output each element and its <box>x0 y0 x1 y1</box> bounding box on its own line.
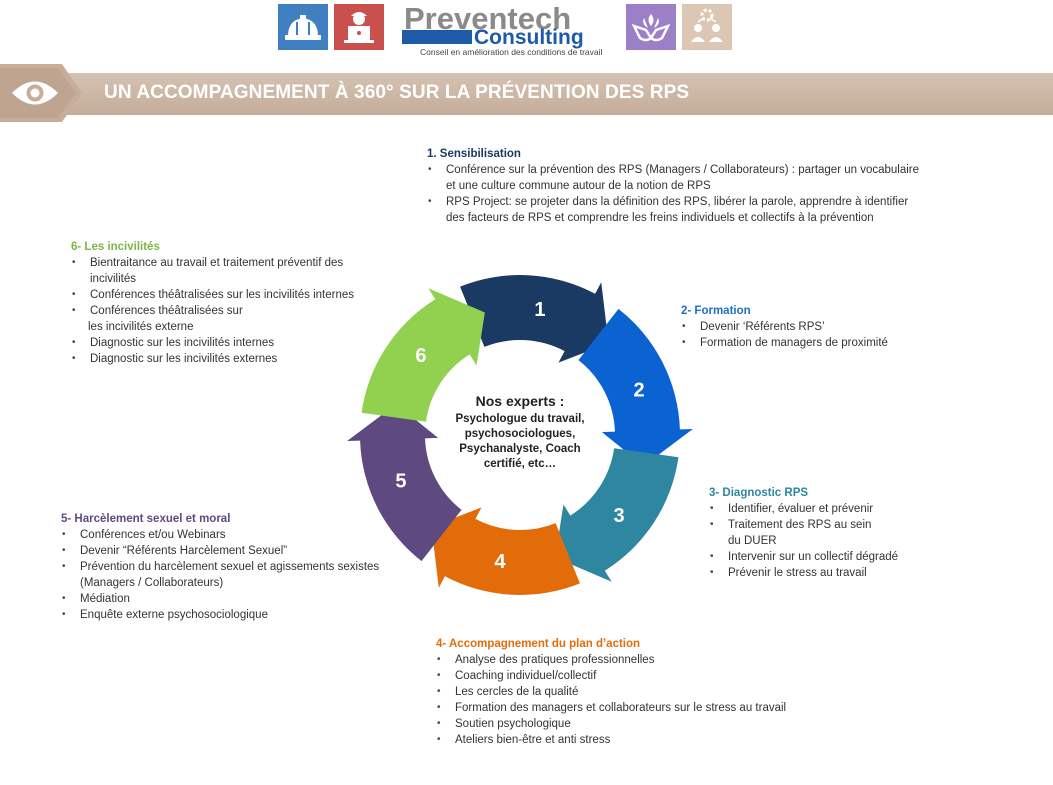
worker-laptop-icon <box>334 4 384 50</box>
list-item: Les cercles de la qualité <box>436 684 786 700</box>
list-item: Conférences théâtralisées sur les incivi… <box>71 287 354 303</box>
section-6-title: 6- Les incivilités <box>71 241 160 253</box>
center-line: certifié, etc… <box>483 458 557 470</box>
hard-hat-icon <box>278 4 328 50</box>
center-line: Psychologue du travail, <box>455 413 585 425</box>
cycle-arrow-2 <box>578 308 693 466</box>
list-item: Coaching individuel/collectif <box>436 668 786 684</box>
section-5-harcelement: 5- Harcèlement sexuel et moral Conférenc… <box>61 511 379 623</box>
cycle-arrow-1 <box>460 275 609 363</box>
section-4-title: 4- Accompagnement du plan d’action <box>436 638 641 650</box>
center-label: Nos experts : Psychologue du travail, ps… <box>440 392 600 472</box>
list-item: Bientraitance au travail et traitement p… <box>71 255 354 287</box>
section-5-title: 5- Harcèlement sexuel et moral <box>61 513 231 525</box>
logo-tagline: Conseil en amélioration des conditions d… <box>420 47 603 57</box>
list-item: Soutien psychologique <box>436 716 786 732</box>
title-banner <box>40 73 1053 115</box>
cycle-arrow-3 <box>555 448 679 582</box>
list-item: RPS Project: se projeter dans la définit… <box>427 194 919 226</box>
page-title: UN ACCOMPAGNEMENT À 360° SUR LA PRÉVENTI… <box>104 82 690 103</box>
list-item: Prévention du harcèlement sexuel et agis… <box>61 559 379 591</box>
list-item: Identifier, évaluer et prévenir <box>709 501 898 517</box>
company-logo: Preventech Consulting Conseil en amélior… <box>402 1 606 58</box>
cycle-arrow-5 <box>347 404 462 562</box>
list-item: Médiation <box>61 591 379 607</box>
cycle-number-4: 4 <box>494 551 506 573</box>
list-item: Formation des managers et collaborateurs… <box>436 700 786 716</box>
section-2-formation: 2- Formation Devenir ‘Référents RPS’ For… <box>681 303 888 351</box>
list-item: Enquête externe psychosociologique <box>61 607 379 623</box>
cycle-number-3: 3 <box>614 505 625 527</box>
cycle-arrow-6 <box>361 288 485 422</box>
section-6-incivilites: 6- Les incivilités Bientraitance au trav… <box>71 239 354 367</box>
list-item: Formation de managers de proximité <box>681 335 888 351</box>
list-item: Prévenir le stress au travail <box>709 565 898 581</box>
center-title: Nos experts : <box>475 393 565 409</box>
section-3-title: 3- Diagnostic RPS <box>709 487 809 499</box>
eye-icon <box>12 81 58 105</box>
list-item: Diagnostic sur les incivilités internes <box>71 335 354 351</box>
section-1-sensibilisation: 1. Sensibilisation Conférence sur la pré… <box>427 146 919 226</box>
list-item: Devenir ‘Référents RPS’ <box>681 319 888 335</box>
cycle-diagram: 1 2 3 4 5 6 <box>347 275 693 595</box>
cycle-number-1: 1 <box>534 299 545 321</box>
cycle-number-5: 5 <box>395 471 406 493</box>
hands-care-icon <box>626 4 676 50</box>
cycle-number-2: 2 <box>633 379 644 401</box>
center-line: psychosociologues, <box>464 428 576 440</box>
section-4-accompagnement: 4- Accompagnement du plan d’action Analy… <box>436 636 786 748</box>
list-item: Ateliers bien-être et anti stress <box>436 732 786 748</box>
section-3-diagnostic: 3- Diagnostic RPS Identifier, évaluer et… <box>709 485 898 581</box>
cycle-number-6: 6 <box>415 345 426 367</box>
team-gear-icon <box>682 4 732 50</box>
list-item: Devenir “Référents Harcèlement Sexuel” <box>61 543 379 559</box>
list-item: Conférence sur la prévention des RPS (Ma… <box>427 162 919 194</box>
list-item: Conférences et/ou Webinars <box>61 527 379 543</box>
logo-line2: Consulting <box>474 26 584 49</box>
list-item: Analyse des pratiques professionnelles <box>436 652 786 668</box>
section-2-title: 2- Formation <box>681 305 751 317</box>
cycle-arrow-4 <box>431 507 580 595</box>
list-item: Diagnostic sur les incivilités externes <box>71 351 354 367</box>
center-line: Psychanalyste, Coach <box>459 443 581 455</box>
section-1-title: 1. Sensibilisation <box>427 148 521 160</box>
list-item: Intervenir sur un collectif dégradé <box>709 549 898 565</box>
logo-bar <box>402 30 472 44</box>
